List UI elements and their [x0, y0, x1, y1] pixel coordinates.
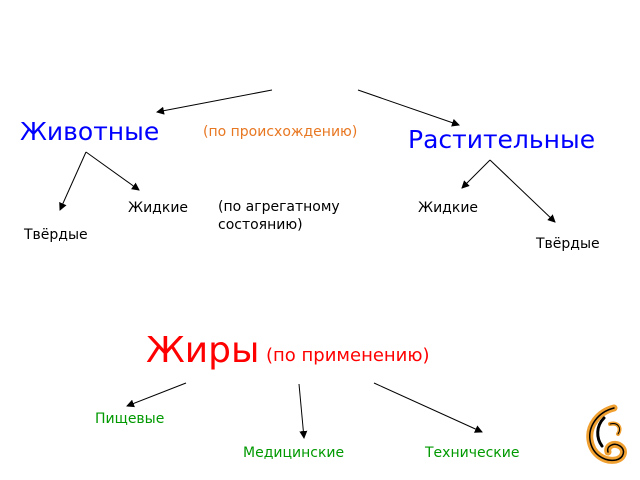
- node-animal-solid: Твёрдые: [24, 227, 88, 243]
- swirl-ornament-icon: [586, 404, 627, 464]
- edge-fats-to-food: [126, 382, 187, 408]
- edge-fats-to-technical: [373, 382, 483, 433]
- note-usage: (по применению): [266, 345, 430, 366]
- node-fats: Жиры: [146, 330, 260, 371]
- node-animal: Животные: [20, 117, 160, 146]
- note-state-line-2: состоянию): [218, 217, 303, 233]
- node-medical: Медицинские: [243, 445, 345, 461]
- node-animal-liquid: Жидкие: [128, 200, 189, 216]
- node-plant: Растительные: [408, 125, 596, 154]
- node-food: Пищевые: [95, 411, 165, 427]
- note-state-line-1: (по агрегатному: [218, 199, 340, 215]
- edge-animal-to-solid: [59, 151, 87, 211]
- edge-animal-to-liquid: [85, 151, 140, 191]
- node-technical: Технические: [425, 445, 520, 461]
- edge-plant-to-solid: [489, 159, 556, 223]
- node-plant-liquid: Жидкие: [418, 200, 479, 216]
- node-plant-solid: Твёрдые: [536, 236, 600, 252]
- edge-top-to-plant: [357, 89, 460, 127]
- edge-plant-to-liquid: [461, 159, 491, 189]
- edge-top-to-animal: [156, 89, 273, 115]
- edge-fats-to-medical: [298, 383, 308, 439]
- note-origin: (по происхождению): [203, 124, 358, 140]
